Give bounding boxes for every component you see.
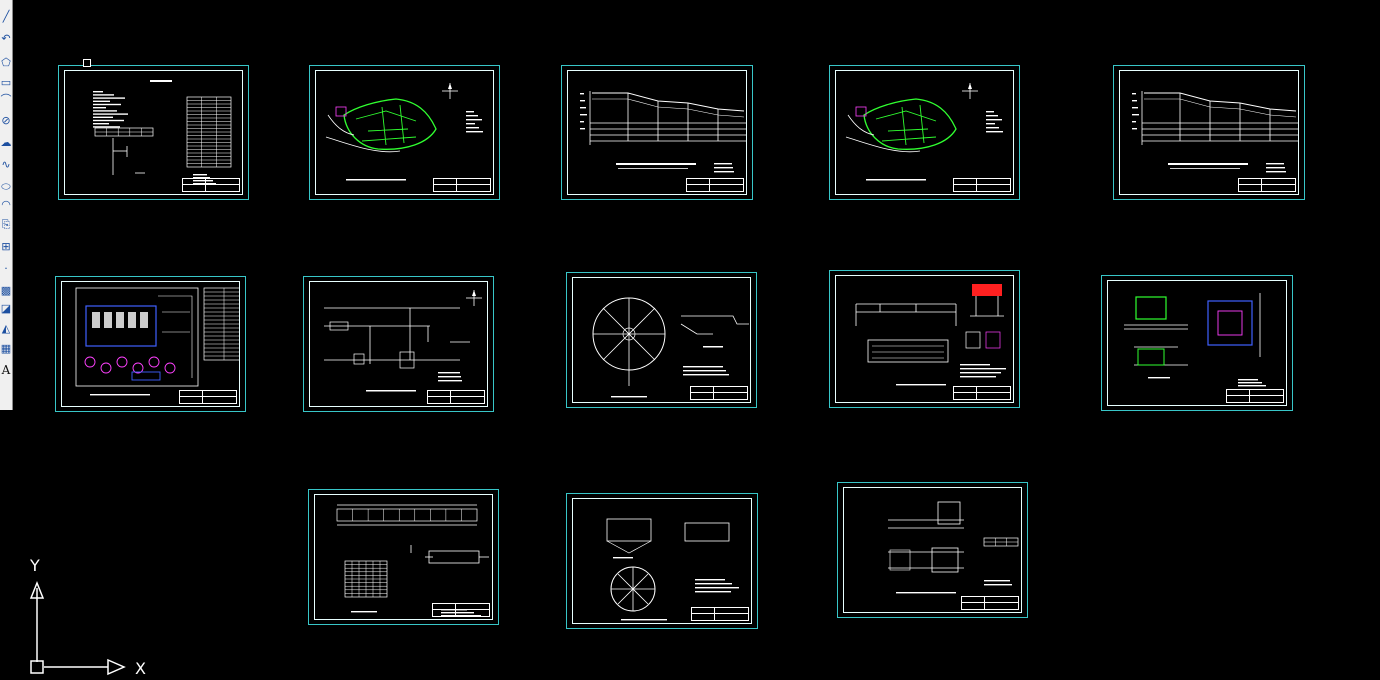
sheet-profile-1[interactable] bbox=[561, 65, 753, 200]
arc-3pt-tool[interactable]: ⌒ bbox=[0, 91, 12, 108]
sheet-drawing bbox=[606, 518, 739, 621]
sheet-drawing bbox=[1132, 91, 1298, 173]
sheet-structure-sections[interactable] bbox=[1101, 275, 1293, 411]
sheet-drawing bbox=[1124, 293, 1266, 387]
title-block bbox=[953, 178, 1011, 192]
title-block bbox=[961, 596, 1019, 610]
sheet-frame bbox=[843, 487, 1022, 613]
title-block bbox=[691, 607, 749, 621]
sheet-frame bbox=[309, 281, 488, 407]
title-block bbox=[427, 390, 485, 404]
sheet-frame bbox=[314, 494, 493, 620]
sheet-frame bbox=[61, 281, 240, 407]
sheet-clarifier[interactable] bbox=[566, 493, 758, 629]
polygon-icon: ⬠ bbox=[1, 56, 11, 69]
draw-toolbar: ╱ ↶ ⬠ ▭ ⌒ ⊘ ☁ ∿ ⬭ ◠ ⎘ ⊞ · ▩ ◪ ◭ ▦ A bbox=[0, 0, 13, 410]
circle-icon: ⊘ bbox=[1, 114, 11, 127]
region-icon: ◭ bbox=[1, 322, 11, 335]
text-icon: A bbox=[1, 363, 11, 377]
insert-block-icon: ⎘ bbox=[1, 218, 11, 231]
model-space-canvas[interactable] bbox=[13, 0, 1380, 680]
sheet-frame bbox=[572, 277, 751, 403]
cloud-icon: ☁ bbox=[0, 136, 12, 149]
table-icon: ▦ bbox=[0, 342, 12, 355]
sheet-site-plan-2[interactable] bbox=[829, 65, 1020, 200]
sheet-drawing bbox=[324, 290, 482, 392]
title-block bbox=[1226, 389, 1284, 403]
polygon-tool[interactable]: ⬠ bbox=[0, 54, 12, 71]
make-block-tool[interactable]: ⊞ bbox=[0, 238, 12, 255]
ellipse-tool[interactable]: ⬭ bbox=[0, 178, 12, 195]
sheet-circular-tank[interactable] bbox=[566, 272, 757, 408]
ellipse-arc-tool[interactable]: ◠ bbox=[0, 196, 12, 213]
make-block-icon: ⊞ bbox=[1, 240, 11, 253]
hatch-tool[interactable]: ▩ bbox=[0, 282, 12, 299]
sheet-drawing bbox=[855, 284, 1006, 386]
line-icon: ╱ bbox=[2, 10, 10, 23]
revision-cloud-tool[interactable]: ☁ bbox=[0, 134, 12, 151]
sheet-frame bbox=[1107, 280, 1287, 406]
sheet-frame bbox=[835, 275, 1014, 403]
sheet-frame bbox=[1119, 70, 1299, 195]
title-block bbox=[686, 178, 744, 192]
point-icon: · bbox=[4, 262, 8, 275]
title-block bbox=[690, 386, 748, 400]
spline-icon: ∿ bbox=[1, 158, 11, 171]
selection-grip[interactable] bbox=[83, 59, 91, 67]
circle-tool[interactable]: ⊘ bbox=[0, 112, 12, 129]
sheet-frame bbox=[835, 70, 1014, 195]
sheet-design-notes[interactable] bbox=[58, 59, 249, 200]
sheet-drawing bbox=[336, 504, 489, 617]
title-block bbox=[179, 390, 237, 404]
sheet-drawing bbox=[845, 83, 1003, 181]
title-block bbox=[1238, 178, 1296, 192]
gradient-icon: ◪ bbox=[0, 302, 12, 315]
title-block bbox=[433, 178, 491, 192]
sheet-channel-plan[interactable] bbox=[308, 489, 499, 625]
spline-tool[interactable]: ∿ bbox=[0, 156, 12, 173]
ellipse-icon: ⬭ bbox=[1, 180, 11, 193]
hatch-icon: ▩ bbox=[0, 284, 12, 297]
title-block bbox=[182, 178, 240, 192]
gradient-tool[interactable]: ◪ bbox=[0, 300, 12, 317]
sheet-profile-2[interactable] bbox=[1113, 65, 1305, 200]
sheet-tank-details[interactable] bbox=[829, 270, 1020, 408]
point-tool[interactable]: · bbox=[0, 260, 12, 277]
sheet-plant-layout[interactable] bbox=[55, 276, 246, 412]
rectangle-icon: ▭ bbox=[0, 76, 12, 89]
arc-icon: ↶ bbox=[1, 32, 11, 45]
sheet-frame bbox=[64, 70, 243, 195]
sheet-drawing bbox=[325, 83, 483, 181]
sheet-pump-station[interactable] bbox=[837, 482, 1028, 618]
arc-3pt-icon: ⌒ bbox=[0, 93, 12, 106]
sheet-process-flow[interactable] bbox=[303, 276, 494, 412]
sheet-drawing bbox=[580, 91, 746, 173]
title-block bbox=[953, 386, 1011, 400]
title-block bbox=[432, 603, 490, 617]
ellipse-arc-icon: ◠ bbox=[1, 198, 11, 211]
arc-tool[interactable]: ↶ bbox=[0, 30, 12, 47]
sheet-drawing bbox=[592, 297, 749, 398]
insert-block-tool[interactable]: ⎘ bbox=[0, 216, 12, 233]
sheet-frame bbox=[572, 498, 752, 624]
sheet-frame bbox=[567, 70, 747, 195]
sheet-drawing bbox=[888, 501, 1019, 594]
table-tool[interactable]: ▦ bbox=[0, 340, 12, 357]
region-tool[interactable]: ◭ bbox=[0, 320, 12, 337]
sheet-drawing bbox=[93, 80, 232, 185]
rectangle-tool[interactable]: ▭ bbox=[0, 74, 12, 91]
sheet-frame bbox=[315, 70, 494, 195]
sheet-drawing bbox=[75, 287, 239, 396]
multiline-text-tool[interactable]: A bbox=[0, 362, 12, 379]
sheet-site-plan-1[interactable] bbox=[309, 65, 500, 200]
line-tool[interactable]: ╱ bbox=[0, 8, 12, 25]
